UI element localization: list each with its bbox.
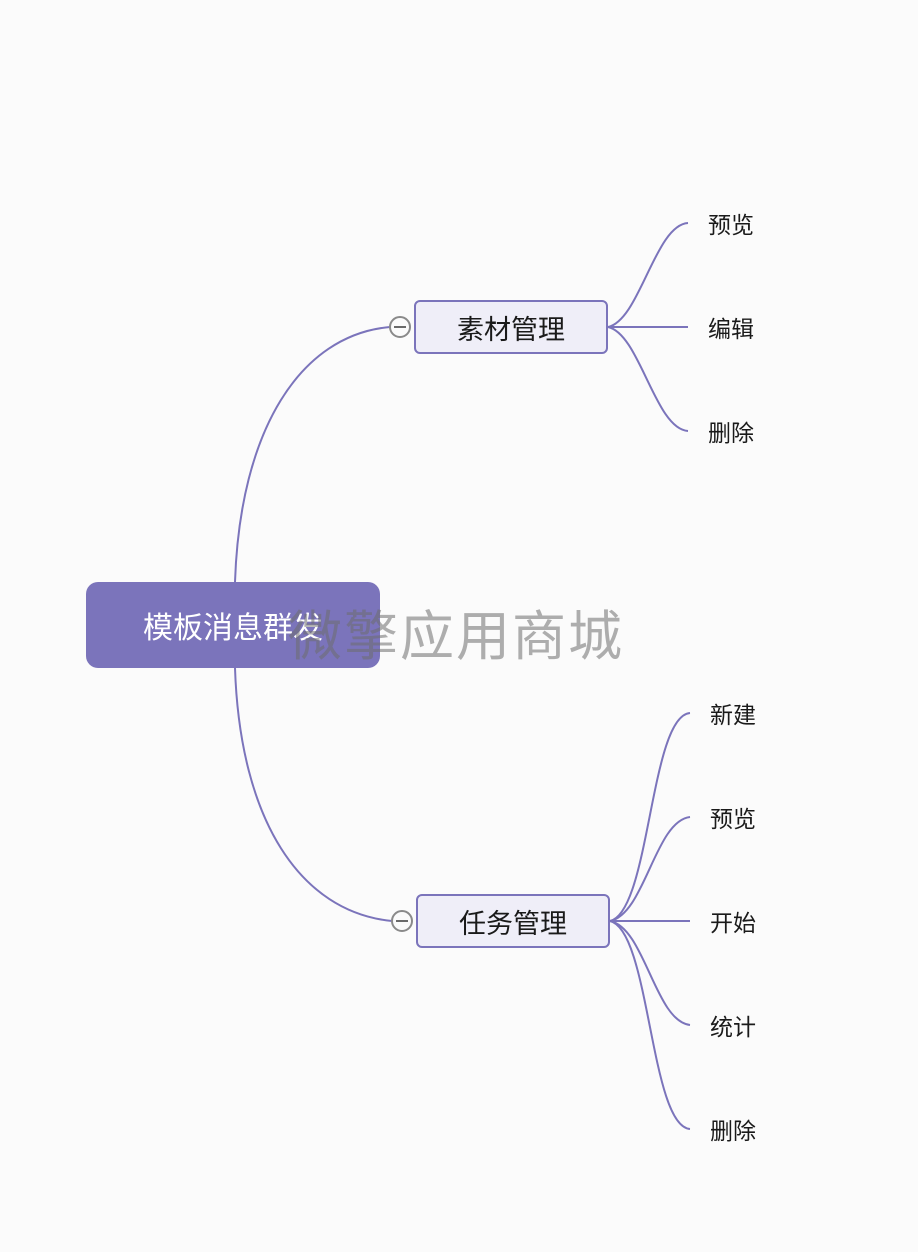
connector-tasks-leaf-4 <box>609 920 691 1026</box>
connector-root-materials <box>234 326 391 583</box>
leaf-node-tasks-start[interactable]: 开始 <box>708 904 758 938</box>
root-node[interactable]: 模板消息群发 <box>86 582 380 668</box>
connector-materials-leaf-3 <box>607 326 689 432</box>
leaf-node-tasks-delete[interactable]: 删除 <box>708 1112 758 1146</box>
leaf-node-label: 统计 <box>710 1015 756 1041</box>
branch-node-label: 素材管理 <box>457 314 565 346</box>
leaf-node-label: 新建 <box>710 703 756 729</box>
branch-node-label: 任务管理 <box>459 908 567 940</box>
leaf-node-label: 删除 <box>708 421 754 447</box>
branch-node-tasks[interactable]: 任务管理 <box>416 894 610 948</box>
leaf-node-materials-delete[interactable]: 删除 <box>706 414 756 448</box>
leaf-node-label: 开始 <box>710 911 756 937</box>
leaf-node-label: 预览 <box>708 213 754 239</box>
connector-root-tasks <box>234 667 393 922</box>
connector-tasks-leaf-2 <box>609 816 691 922</box>
leaf-node-tasks-new[interactable]: 新建 <box>708 696 758 730</box>
branch-node-materials[interactable]: 素材管理 <box>414 300 608 354</box>
connector-materials-leaf-1 <box>607 222 689 328</box>
collapse-toggle-icon[interactable] <box>389 316 411 338</box>
collapse-toggle-icon[interactable] <box>391 910 413 932</box>
leaf-node-label: 删除 <box>710 1119 756 1145</box>
leaf-node-materials-edit[interactable]: 编辑 <box>706 310 756 344</box>
connector-tasks-leaf-1 <box>609 712 691 922</box>
leaf-node-materials-preview[interactable]: 预览 <box>706 206 756 240</box>
leaf-node-label: 编辑 <box>708 317 754 343</box>
root-node-label: 模板消息群发 <box>143 611 323 646</box>
leaf-node-label: 预览 <box>710 807 756 833</box>
connector-tasks-leaf-5 <box>609 920 691 1130</box>
leaf-node-tasks-preview[interactable]: 预览 <box>708 800 758 834</box>
leaf-node-tasks-stats[interactable]: 统计 <box>708 1008 758 1042</box>
